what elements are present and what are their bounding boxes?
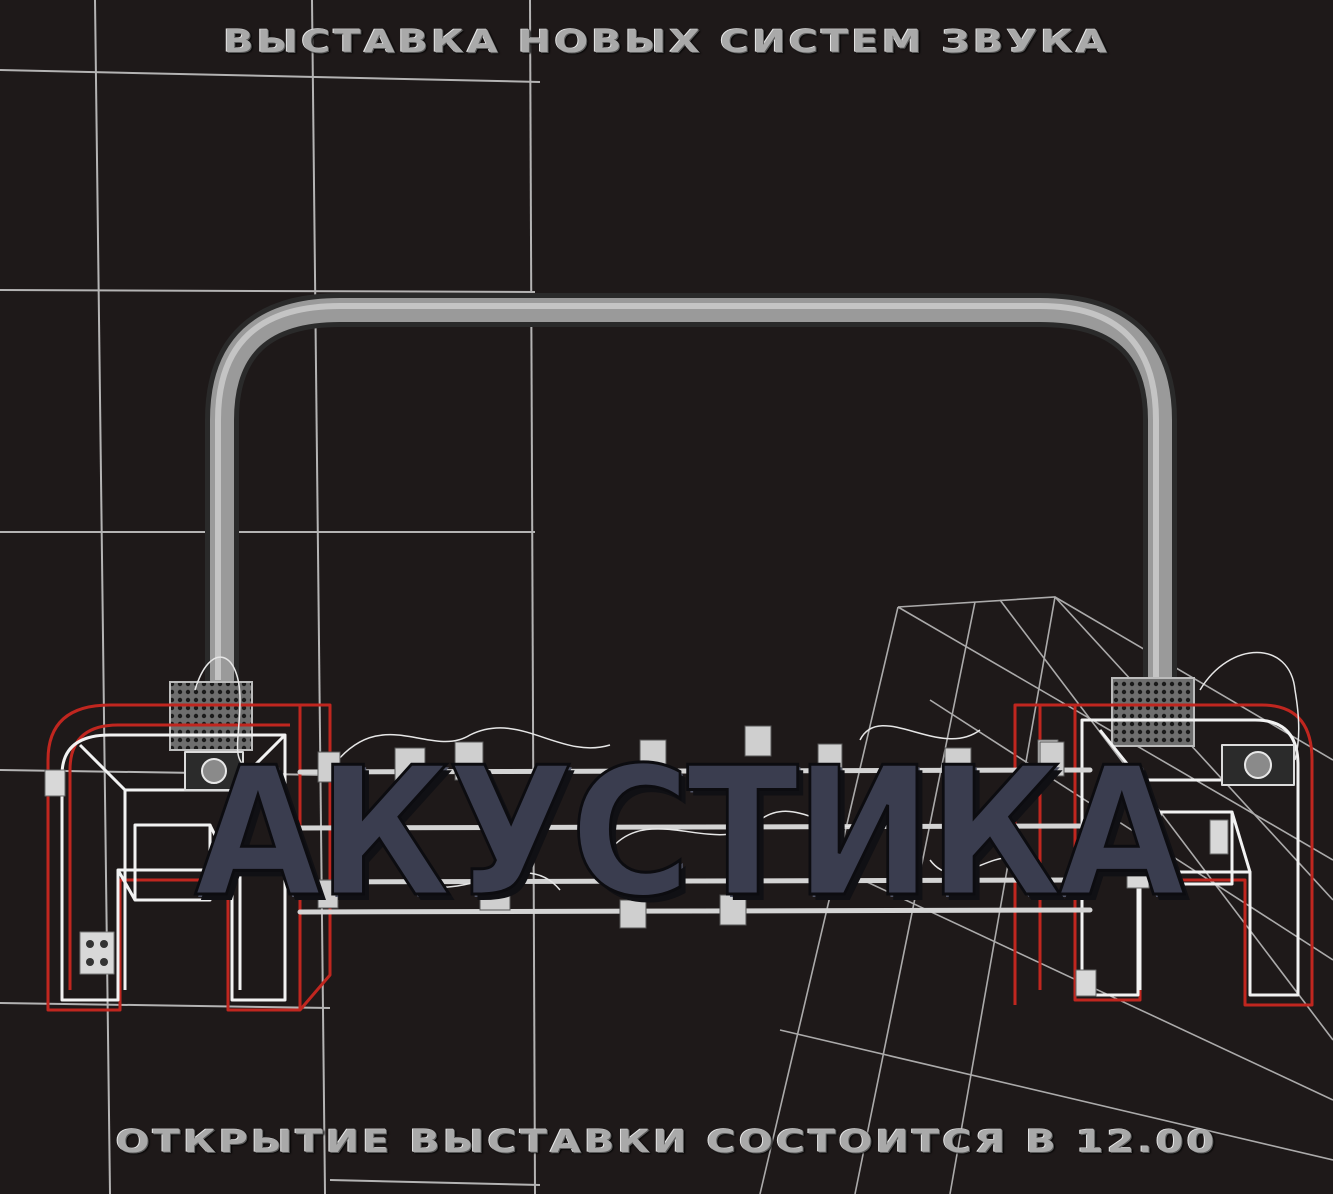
background-grid <box>0 0 541 1194</box>
brand-wordmark: АКУСТИКА <box>193 728 1187 938</box>
headline-bottom: Открытие выставки состоится в 12.00 <box>115 1124 1218 1160</box>
brand-text: АКУСТИКА <box>193 729 1186 936</box>
right-speaker <box>1013 703 1314 1007</box>
pipe-connectors <box>169 677 1195 751</box>
chrome-pipe <box>205 293 1177 697</box>
cables <box>194 651 1300 891</box>
left-speaker <box>44 703 332 1012</box>
rod-clamps <box>317 725 1065 929</box>
connecting-rods <box>297 767 1093 915</box>
headline-top: Выставка новых систем звука <box>223 24 1110 60</box>
